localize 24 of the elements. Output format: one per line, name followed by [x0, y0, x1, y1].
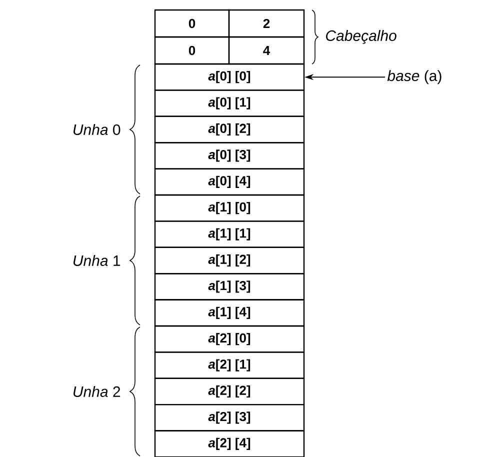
pointer-label: base (a) [387, 70, 442, 84]
brace-label: Unha 2 [74, 386, 120, 397]
array-cell: a[2] [3] [154, 404, 305, 432]
array-cell: a[0] [4] [154, 168, 305, 196]
array-cell: a[1] [3] [154, 272, 305, 300]
header-cell: 2 [228, 9, 305, 38]
array-cell: a[1] [2] [154, 246, 305, 274]
header-cell: 0 [154, 9, 230, 38]
brace-label: Cabeçalho [326, 30, 396, 44]
array-cell: a[0] [2] [154, 116, 305, 144]
header-cell: 4 [228, 36, 305, 65]
brace-label: Unha 0 [74, 124, 120, 135]
header-cell: 0 [154, 36, 230, 65]
array-cell: a[2] [0] [154, 325, 305, 353]
brace-label: Unha 1 [74, 254, 120, 266]
array-cell: a[2] [4] [154, 430, 305, 457]
array-cell: a[0] [1] [154, 90, 305, 117]
array-cell: a[1] [1] [154, 220, 305, 248]
array-cell: a[2] [1] [154, 352, 305, 379]
array-cell: a[0] [3] [154, 142, 305, 170]
array-cell: a[1] [0] [154, 194, 305, 222]
array-cell: a[1] [4] [154, 299, 305, 327]
array-cell: a[0] [0] [154, 63, 305, 91]
array-cell: a[2] [2] [154, 378, 305, 406]
